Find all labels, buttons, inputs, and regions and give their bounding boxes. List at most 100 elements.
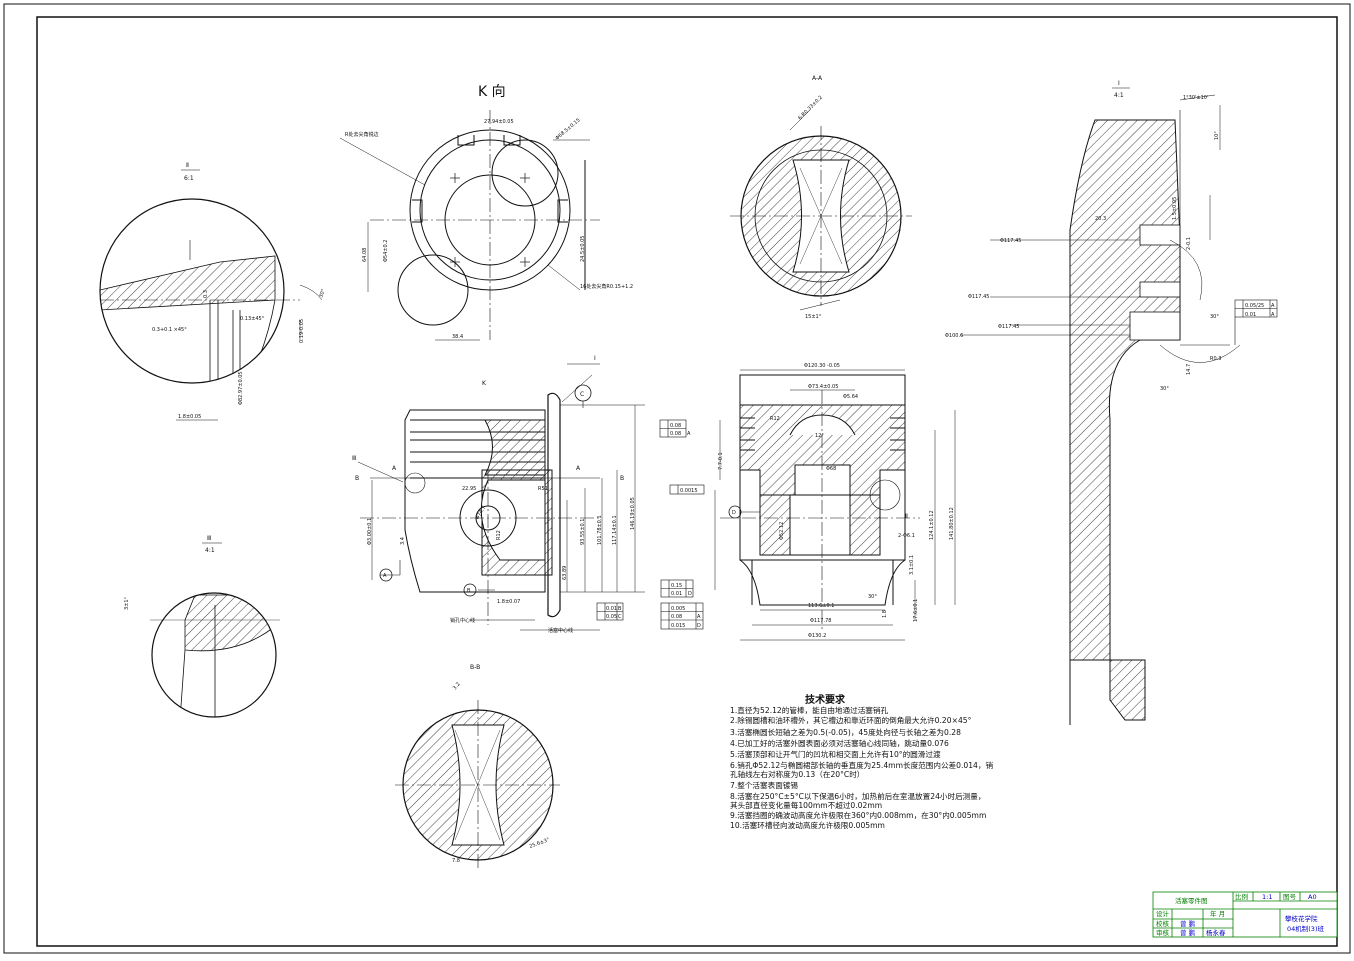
gdt1-b: 0.08 — [670, 431, 681, 437]
i-dim-5: Φ117.45 — [968, 294, 989, 300]
k-dim-4: Φ54±0.2 — [383, 240, 389, 262]
tb-date-label: 年 月 — [1210, 909, 1225, 918]
rv-dim-5: 12° — [815, 433, 824, 439]
i-dim-11: R0.3 — [1210, 356, 1221, 362]
k-note-round: R处去尖角锐边 — [345, 131, 378, 138]
datum-d: D — [732, 510, 736, 516]
rv-dim-7: Φ52.12 — [779, 522, 785, 540]
bb-dim-3: 25.6±3° — [529, 837, 551, 850]
gdt3-b: 0.01 — [671, 591, 682, 597]
requirement-6b: 孔轴线左右对称度为0.13（在20°C时） — [730, 769, 864, 779]
gdt-frame-6 — [1234, 299, 1278, 345]
front-view — [357, 374, 645, 631]
gdt2-a: 0.0015 — [680, 488, 698, 494]
i-dim-2: 10° — [1214, 131, 1220, 140]
section-bb — [395, 700, 560, 870]
fv-dim-7: 93.55±0.1 — [580, 519, 586, 545]
tb-scale-label: 比例 — [1235, 892, 1248, 901]
ii-dim-1: 0.3+0.1 ×45° — [152, 327, 187, 333]
k-view — [339, 110, 600, 341]
ii-dim-4: 30° — [318, 288, 327, 299]
rv-dim-4: R12 — [770, 416, 780, 422]
marker-k: K — [482, 380, 487, 387]
bb-dim-2: 7.8 — [452, 858, 460, 864]
fv-dim-8: 101.78±0.1 — [597, 515, 603, 545]
requirement-10: 10.活塞环槽径向波动高度允许极限0.005mm — [730, 820, 885, 830]
i-dim-10: 14.7 — [1186, 364, 1192, 375]
tb-sheet-label: 图号 — [1283, 893, 1297, 901]
requirement-6: 6.销孔Φ52.12与椭圆裙部长轴的垂直度为25.4mm长度范围内公差0.014… — [730, 760, 993, 770]
i-dim-7: Φ100.6 — [945, 333, 963, 339]
fv-dim-2: R51 — [538, 486, 548, 492]
gdt6-c: 0.01 — [1245, 312, 1256, 318]
gdt-frames-right — [659, 419, 705, 630]
right-view — [714, 369, 956, 641]
fv-dim-4: R12 — [496, 530, 502, 540]
fv-dim-10: 146.19±0.05 — [630, 497, 636, 530]
k-dim-2: Φ68.5±0.15 — [554, 117, 581, 141]
requirement-8: 8.活塞在250°C±5°C以下保温6小时，加热前后在室温放置24小时后测量， — [730, 791, 985, 801]
fv-pin-center: 销孔中心线 — [450, 617, 475, 624]
rv-dim-10: 141.80±0.12 — [949, 507, 955, 540]
fv-dim-11: 1.8±0.07 — [497, 599, 520, 605]
tb-sheet-value: A0 — [1308, 893, 1317, 901]
marker-iii: Ⅲ — [352, 455, 356, 462]
datum-a: A — [383, 573, 387, 579]
ii-dim-2: 0.13±45° — [240, 316, 265, 322]
rv-dim-1: Φ120.30 -0.05 — [804, 363, 840, 369]
rv-dim-2: Φ73.4±0.05 — [808, 384, 838, 390]
aa-dim-2: 15±1° — [805, 314, 822, 320]
k-note-chamfer: 16处去尖角R0.15+1.2 — [580, 283, 633, 290]
marker-a2: A — [576, 465, 581, 472]
gdt5-c: 0.05 — [606, 614, 617, 620]
fv-dim-5: 3.4 — [400, 537, 406, 545]
ii-dim-3: 0.19-0.05 — [299, 319, 305, 343]
detail-ii-title: Ⅱ — [186, 162, 189, 169]
requirement-1: 1.直径为52.12的管棒，能自由地通过活塞销孔 — [730, 705, 888, 715]
requirement-8b: 其头部直径变化量每100mm不超过0.02mm — [730, 800, 882, 810]
ii-dim-6: Φ82.97±0.05 — [238, 371, 244, 405]
i-dim-9: 30° — [1160, 386, 1169, 392]
gdt4-c: 0.015 — [671, 623, 685, 629]
aa-dim-1: 6-R0.33±0.2 — [797, 95, 824, 122]
gdt4-d: A — [697, 614, 701, 620]
i-dim-13: 30° — [1210, 314, 1219, 320]
section-aa — [730, 109, 912, 311]
fv-dim-1: 22.95 — [462, 486, 476, 492]
detail-ii-scale: 6:1 — [184, 175, 194, 182]
fv-dim-12: 63.89 — [562, 566, 568, 580]
rv-dim-9: 124.1±0.12 — [929, 510, 935, 540]
requirement-5: 5.活塞顶部和让开气门的凹坑和相交面上允许有10°的圆滑过渡 — [730, 749, 941, 759]
requirement-3: 3.活塞椭圆长短轴之差为0.5(-0.05)，45度处向径与长轴之差为0.28 — [730, 727, 961, 737]
i-dim-12: 20.3 — [1095, 216, 1106, 222]
rv-dim-8: 7.7-0.1 — [718, 452, 724, 470]
bb-dim-1: 3.2 — [452, 681, 462, 691]
k-dim-5: 24.5±0.05 — [580, 236, 586, 262]
detail-i-scale: 4:1 — [1114, 92, 1124, 99]
tb-review-label: 审核 — [1156, 928, 1170, 937]
rv-dim-14: Φ117.78 — [810, 618, 831, 624]
gdt5-d: C — [618, 614, 622, 620]
rv-dim-17: 30° — [868, 594, 877, 600]
rv-dim-3: Φ5.64 — [843, 394, 858, 400]
tb-review-name: 杨永春 — [1206, 928, 1226, 937]
gdt5-b: B — [618, 606, 622, 612]
marker-ii: Ⅱ — [905, 513, 908, 520]
detail-iii-scale: 4:1 — [205, 547, 215, 554]
rv-dim-16: 17.6±0.1 — [913, 599, 919, 622]
tb-designer-label: 设计 — [1156, 909, 1170, 918]
detail-iii — [150, 592, 280, 718]
rv-dim-13: 113.6±0.1 — [808, 603, 834, 609]
gdt6-d: A — [1271, 312, 1275, 318]
ii-dim-7: 0.3 — [203, 290, 209, 298]
requirements-title: 技术要求 — [805, 693, 846, 706]
requirement-2: 2.除锡圆槽和油环槽外，其它槽边和靠近环面的倒角最大允许0.20×45° — [730, 715, 972, 725]
gdt-frame-5 — [596, 602, 624, 621]
fv-piston-center: 活塞中心线 — [548, 627, 573, 634]
gdt6-b: A — [1271, 303, 1275, 309]
rv-dim-12: 3.1±0.1 — [909, 555, 915, 575]
tb-school: 攀枝花学院 — [1285, 914, 1318, 923]
bb-title: B-B — [470, 664, 480, 671]
tb-class: 04机制(3)班 — [1287, 924, 1324, 933]
gdt1-c: A — [687, 431, 691, 437]
